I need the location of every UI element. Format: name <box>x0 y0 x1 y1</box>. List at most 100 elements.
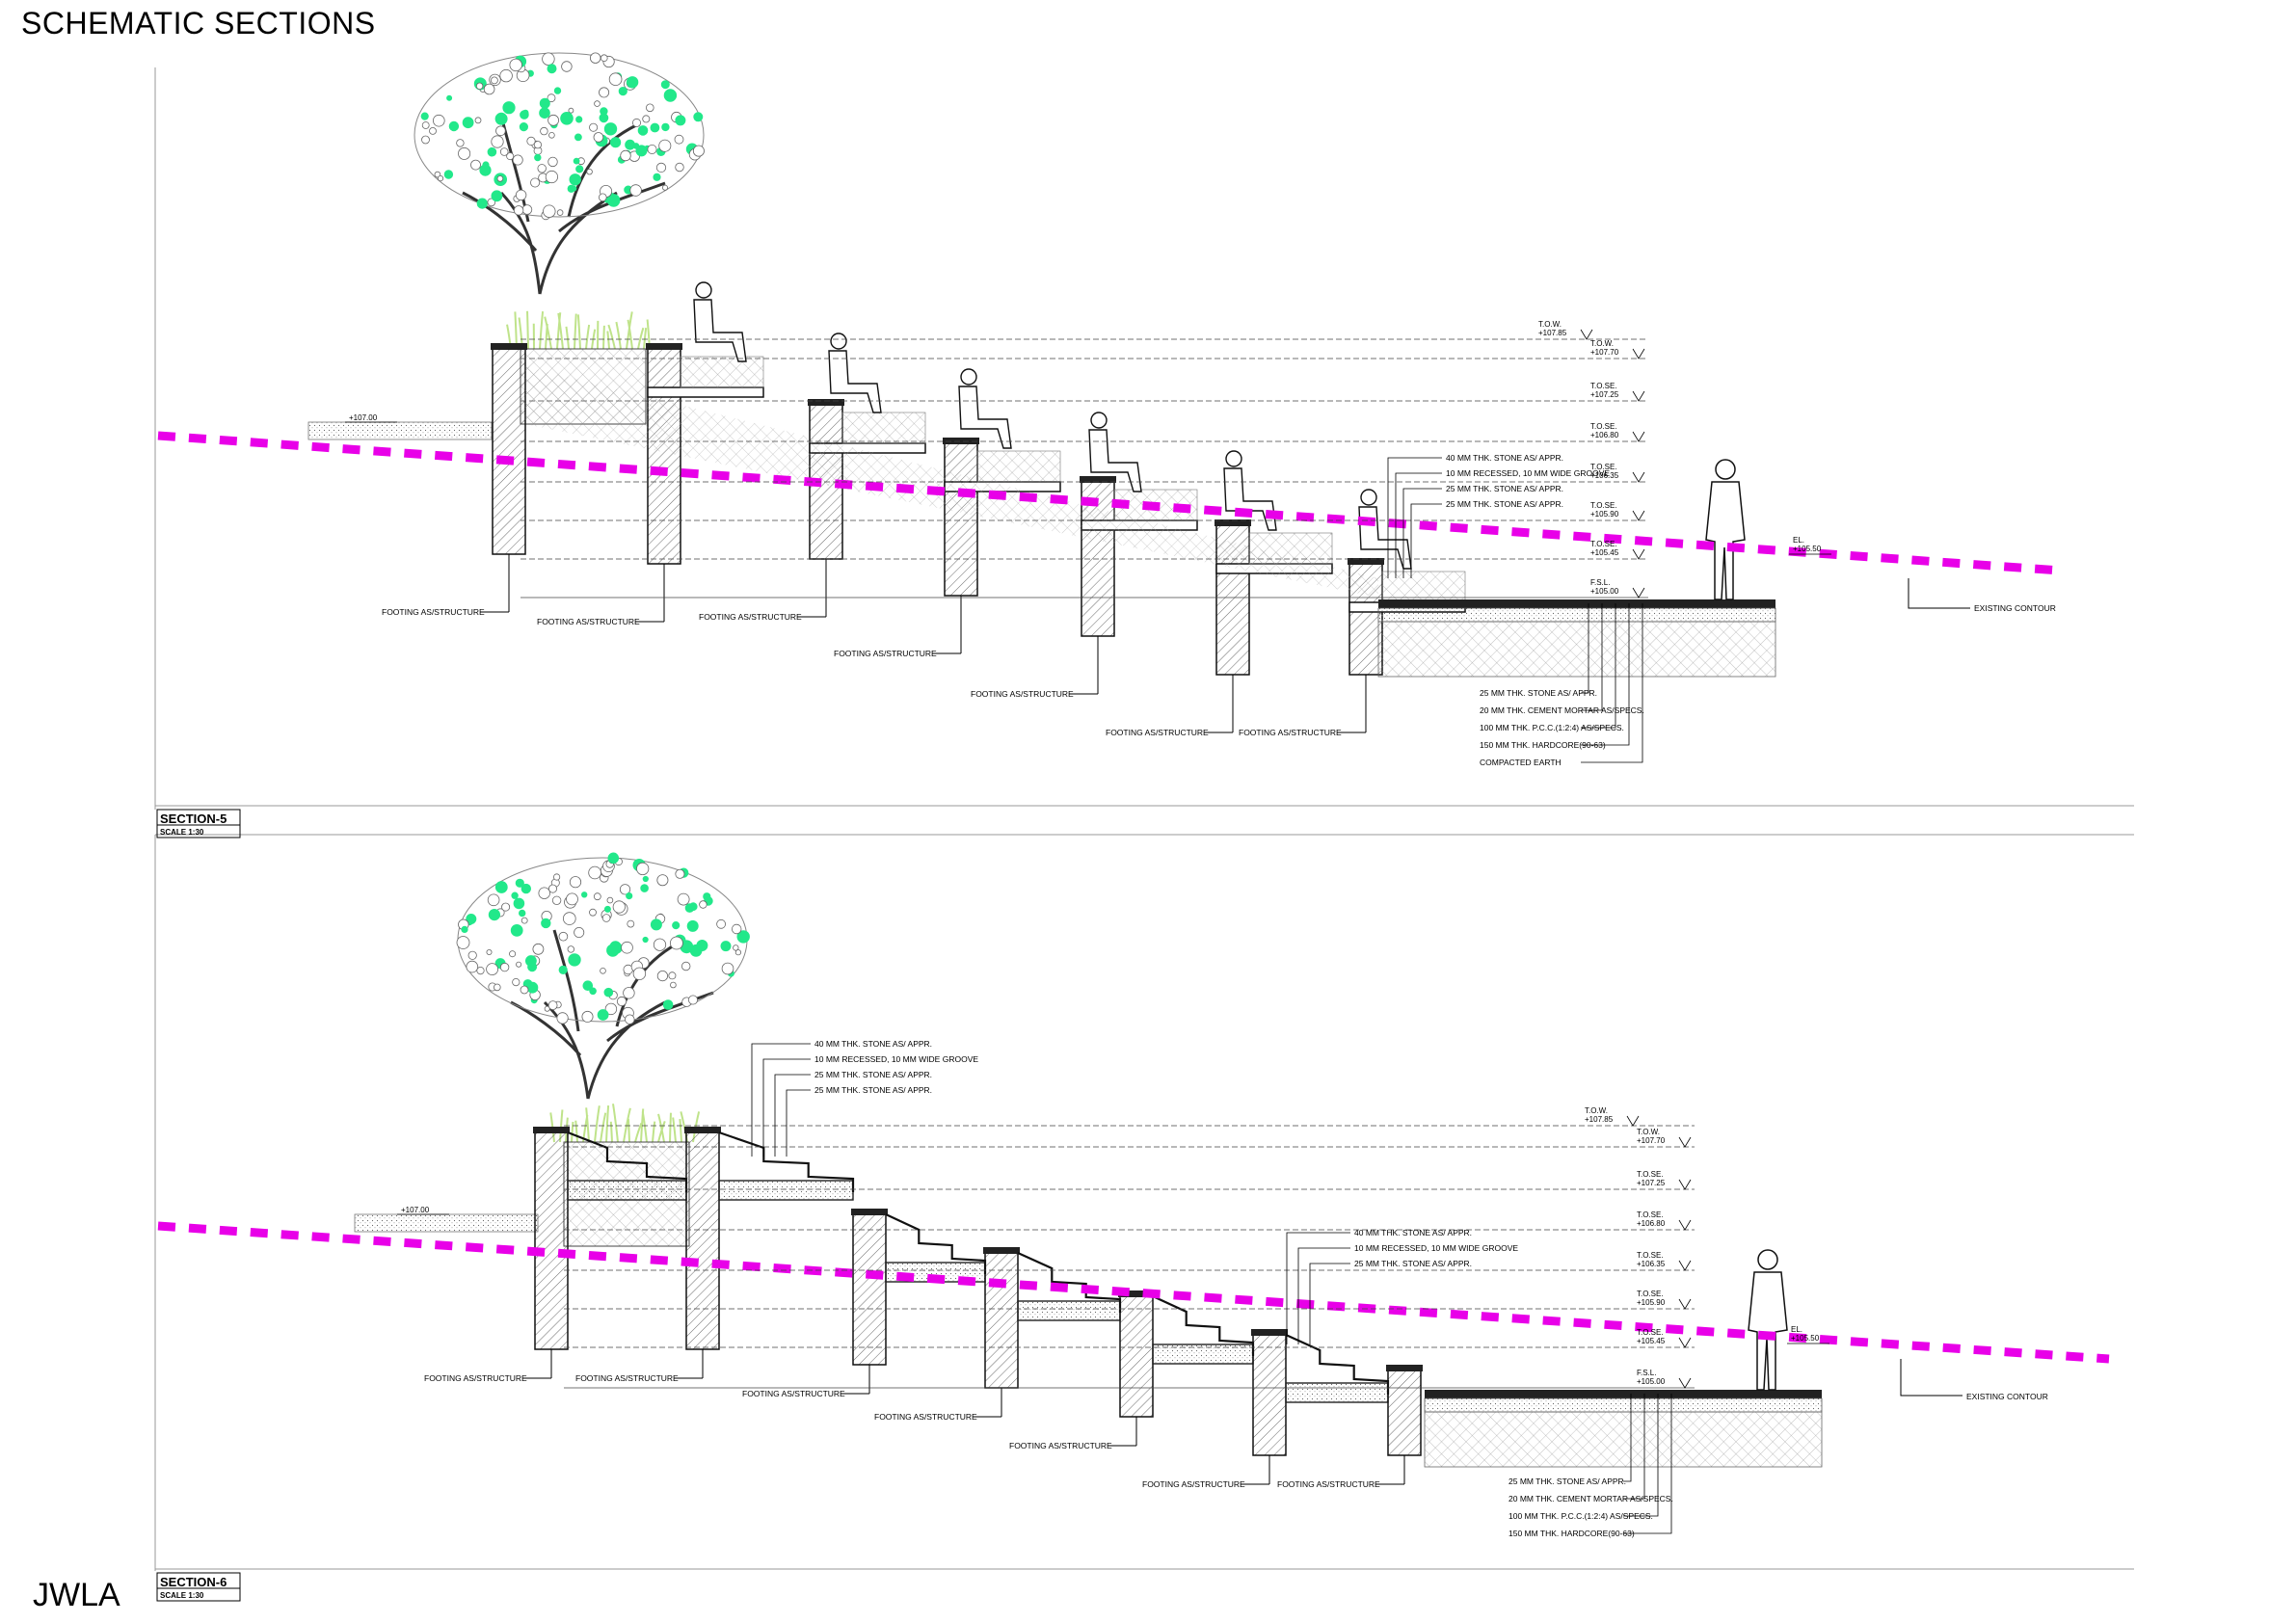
level-triangle-icon <box>1580 329 1593 340</box>
leaf-mark <box>532 943 545 955</box>
leaf-mark <box>569 876 582 889</box>
leaf-mark <box>597 1009 609 1021</box>
retaining-column <box>984 1252 1019 1389</box>
retaining-column <box>492 348 526 555</box>
leaf-mark <box>655 162 667 173</box>
existing-contour-label: EXISTING CONTOUR <box>1966 1392 2048 1401</box>
leaf-mark <box>567 945 574 953</box>
leaf-mark <box>437 175 444 182</box>
leaf-mark <box>547 1000 558 1010</box>
shrub-blade <box>605 1104 610 1143</box>
level-triangle-icon <box>1632 510 1645 521</box>
level-triangle-icon <box>1678 1219 1692 1231</box>
leaf-mark <box>476 198 488 209</box>
level-code: T.O.SE. <box>1590 422 1617 431</box>
leaf-mark <box>526 981 539 994</box>
leader-line <box>1387 457 1442 578</box>
leaf-mark <box>515 878 524 888</box>
shrub-blade <box>556 312 562 350</box>
leaf-mark <box>686 919 699 932</box>
leaf-mark <box>573 157 580 165</box>
level-markers: T.O.W.+107.85T.O.W.+107.70T.O.SE.+107.25… <box>521 320 1831 599</box>
leaf-mark <box>581 1010 594 1023</box>
leaf-mark <box>547 93 556 103</box>
upper-ground <box>307 421 493 440</box>
coping-stone <box>646 343 682 350</box>
shrub-blade <box>585 1107 590 1143</box>
leaf-mark <box>603 905 611 913</box>
leaf-mark <box>612 900 626 914</box>
shrub-blade <box>679 1118 682 1143</box>
leaf-mark <box>637 125 649 136</box>
leaf-mark <box>653 938 667 951</box>
shrub-blade <box>600 1112 607 1143</box>
leaf-mark <box>551 895 562 906</box>
level-triangle-icon <box>1678 1337 1692 1348</box>
leaf-mark <box>499 68 513 83</box>
leaf-mark <box>621 941 633 954</box>
footing-label: FOOTING AS/STRUCTURE <box>699 612 802 622</box>
level-code: F.S.L. <box>1637 1369 1656 1377</box>
level-value: +107.70 <box>1637 1136 1666 1145</box>
leaf-mark <box>642 115 651 123</box>
level-value: +106.35 <box>1637 1260 1666 1268</box>
leaf-mark <box>553 87 562 94</box>
leaf-mark <box>681 961 691 971</box>
tree-icon <box>456 852 750 1100</box>
leaf-mark <box>545 170 559 184</box>
leaf-mark <box>716 918 726 929</box>
coping-stone <box>533 1127 570 1133</box>
leader-line <box>1581 603 1630 746</box>
leaf-mark <box>636 862 650 876</box>
leaf-mark <box>699 900 707 909</box>
floor-hardcore <box>1424 1411 1823 1468</box>
leaf-mark <box>520 985 529 995</box>
shrub-blade <box>637 327 645 350</box>
leaf-mark <box>558 965 568 975</box>
shrub-blade <box>544 316 552 350</box>
leaf-mark <box>446 94 453 101</box>
leaf-mark <box>506 152 515 161</box>
leader-line <box>1402 488 1442 578</box>
level-code: T.O.SE. <box>1590 501 1617 510</box>
footing-label: FOOTING AS/STRUCTURE <box>874 1412 977 1422</box>
leaf-mark <box>556 1012 569 1024</box>
leaf-mark <box>600 54 608 62</box>
coping-stone <box>1215 519 1251 526</box>
leaf-mark <box>632 967 647 981</box>
level-code: T.O.SE. <box>1637 1251 1664 1260</box>
leaf-mark <box>495 125 506 137</box>
level-code: T.O.SE. <box>1637 1328 1664 1337</box>
leader-line <box>1309 1263 1350 1344</box>
leaf-mark <box>670 981 677 989</box>
firm-mark: JWLA <box>33 1577 120 1613</box>
shrub-blade <box>606 331 610 350</box>
level-value: +106.35 <box>1590 471 1619 480</box>
level-value: +105.90 <box>1590 510 1619 519</box>
seated-person-icon <box>693 281 747 362</box>
leaf-mark <box>688 995 699 1005</box>
leaf-mark <box>688 902 698 912</box>
leaf-mark <box>533 141 543 149</box>
leaf-mark <box>626 76 639 89</box>
leaf-mark <box>575 165 584 173</box>
retaining-column <box>1119 1295 1154 1418</box>
spec-note: 100 MM THK. P.C.C.(1:2:4) AS/SPECS. <box>1508 1511 1653 1521</box>
leaf-mark <box>539 107 550 119</box>
leaf-mark <box>547 156 558 168</box>
leaf-mark <box>668 971 677 980</box>
leader-line <box>1581 603 1603 711</box>
sheet-title: SCHEMATIC SECTIONS <box>21 6 376 40</box>
level-triangle-icon <box>1626 1115 1640 1127</box>
level-value: +105.45 <box>1637 1337 1666 1345</box>
leaf-mark <box>606 896 614 904</box>
level-triangle-icon <box>1632 390 1645 402</box>
leaf-mark <box>581 891 588 898</box>
leaf-mark <box>499 962 510 972</box>
leaf-mark <box>589 122 599 132</box>
leaf-mark <box>475 82 484 90</box>
coping-stone <box>1080 476 1116 483</box>
el-value: +105.50 <box>1791 1334 1820 1343</box>
